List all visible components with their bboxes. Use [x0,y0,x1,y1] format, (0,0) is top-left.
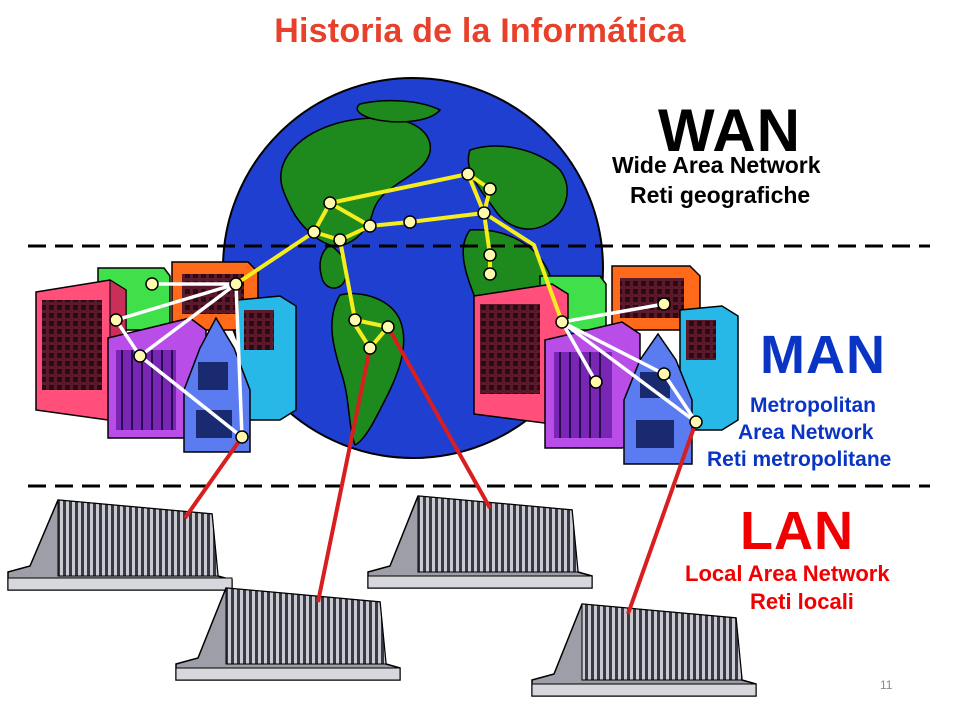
network-nodes [109,167,703,444]
lan-building-2 [367,495,593,589]
man-cluster-left [35,261,297,453]
lan-subtitle-2: Reti locali [750,589,854,614]
man-cluster-right [473,265,739,465]
lan-links [183,326,698,615]
page-number: 11 [880,678,893,692]
lan-title: LAN [740,501,854,561]
lan-building-3 [175,587,401,681]
page-title: Historia de la Informática [274,12,686,50]
man-subtitle-1: Metropolitan [750,394,876,417]
lan-subtitle-1: Local Area Network [685,561,890,586]
man-links [113,282,698,441]
man-subtitle-3: Reti metropolitane [707,448,892,471]
wan-subtitle-2: Reti geografiche [630,182,811,208]
wan-subtitle-1: Wide Area Network [612,152,821,178]
lan-building-4 [531,603,757,697]
man-title: MAN [760,325,886,385]
lan-building-1 [7,499,233,591]
wan-title: WAN [658,97,801,164]
man-subtitle-2: Area Network [738,421,874,444]
